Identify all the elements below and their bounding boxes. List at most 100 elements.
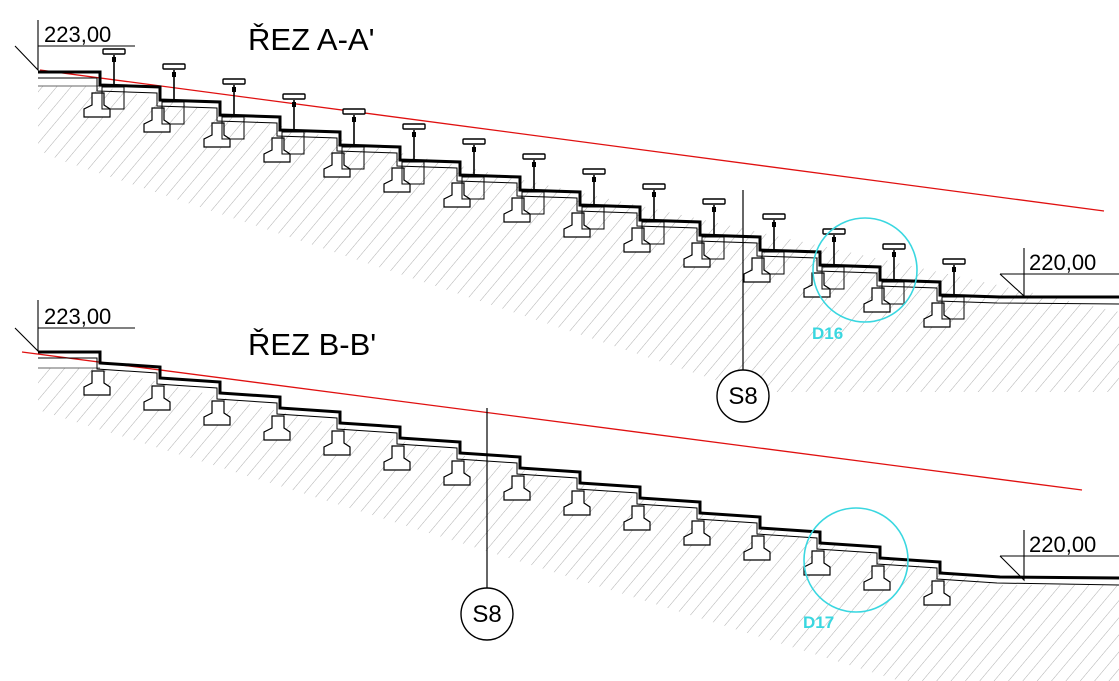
stair-footing [923,580,951,606]
railing-cap [762,213,786,220]
railing-joint [892,252,896,257]
step-block [761,251,785,275]
step-block [521,191,545,215]
stair-footing [503,475,531,501]
step-block [581,206,605,230]
stair-footing [503,197,531,223]
stair-footing [563,490,591,516]
railing-cap [822,228,846,235]
elevation-bottom-a: 220,00 [999,248,1119,298]
railing-cap [102,48,126,55]
step-block [461,176,485,200]
cut-marker-b: S8 [460,408,514,641]
elevation-top-b-label: 223,00 [44,304,111,329]
railing-joint [292,102,296,107]
elevation-top-a-label: 223,00 [44,22,111,47]
stair-footing [383,445,411,471]
railing-cap [642,183,666,190]
stair-footing [863,287,891,313]
elevation-top-a: 223,00 [14,20,135,72]
stair-underside [38,77,1119,305]
stair-profile [38,350,1119,580]
stair-footing [623,227,651,253]
section-b: 223,00 ŘEZ B-B' 220,00 S8 D17 [14,300,1119,681]
step-block [161,101,185,125]
stair-footing [563,212,591,238]
railing-cap [402,123,426,130]
railing-cap [522,153,546,160]
railing-joint [712,207,716,212]
railing-joint [172,72,176,77]
railing-joint [952,267,956,272]
cut-marker-a: S8 [716,190,770,423]
railing-joint [472,147,476,152]
stairs-a [38,48,1119,328]
railing-cap [162,63,186,70]
stair-footing [803,550,831,576]
railing-joint [112,57,116,62]
section-a-title: ŘEZ A-A' [248,22,375,57]
railing-joint [232,87,236,92]
elevation-bottom-a-label: 220,00 [1029,250,1096,275]
stair-underside [38,357,1119,586]
stair-footing [683,520,711,546]
railing-joint [352,117,356,122]
stair-footing [323,430,351,456]
section-b-title: ŘEZ B-B' [248,327,376,362]
step-block [221,116,245,140]
stair-footing [143,107,171,133]
stairs-b [38,350,1119,606]
cut-marker-b-label: S8 [472,601,501,628]
step-block [941,296,965,320]
stair-footing [863,565,891,591]
detail-marker-b: D17 [803,507,909,632]
step-block [341,146,365,170]
step-block [101,86,125,110]
railing-cap [582,168,606,175]
step-block [281,131,305,155]
step-block [401,161,425,185]
railing-cap [462,138,486,145]
step-block [881,281,905,305]
stair-footing [743,257,771,283]
railing-joint [832,237,836,242]
stair-footing [83,370,111,396]
section-a: 223,00 ŘEZ A-A' 220,00 S8 D16 [14,20,1119,423]
railing-cap [942,258,966,265]
reference-line-b [21,351,1083,491]
stair-footing [923,302,951,328]
stair-footing [263,415,291,441]
step-block [701,236,725,260]
stair-footing [443,460,471,486]
soil-hatch-b [38,368,1119,681]
stair-footing [683,242,711,268]
detail-marker-a: D16 [812,217,918,343]
stair-footing [743,535,771,561]
step-block [641,221,665,245]
stair-footing [443,182,471,208]
stair-footing [263,137,291,163]
railing-cap [342,108,366,115]
railing-cap [702,198,726,205]
stair-footing [383,167,411,193]
railing-cap [222,78,246,85]
railing-joint [592,177,596,182]
railing-joint [652,192,656,197]
railing-joint [412,132,416,137]
stair-profile [38,70,1119,299]
detail-marker-a-label: D16 [812,324,843,343]
elevation-bottom-b: 220,00 [999,530,1119,582]
railing-joint [772,222,776,227]
railing-cap [882,243,906,250]
stair-footing [203,122,231,148]
elevation-bottom-b-label: 220,00 [1029,532,1096,557]
stair-footing [83,92,111,118]
railing-cap [282,93,306,100]
stair-footing [203,400,231,426]
cut-marker-a-label: S8 [728,383,757,410]
stair-footing [623,505,651,531]
stair-footing [323,152,351,178]
detail-marker-b-label: D17 [803,613,834,632]
reference-line-a [39,69,1105,212]
